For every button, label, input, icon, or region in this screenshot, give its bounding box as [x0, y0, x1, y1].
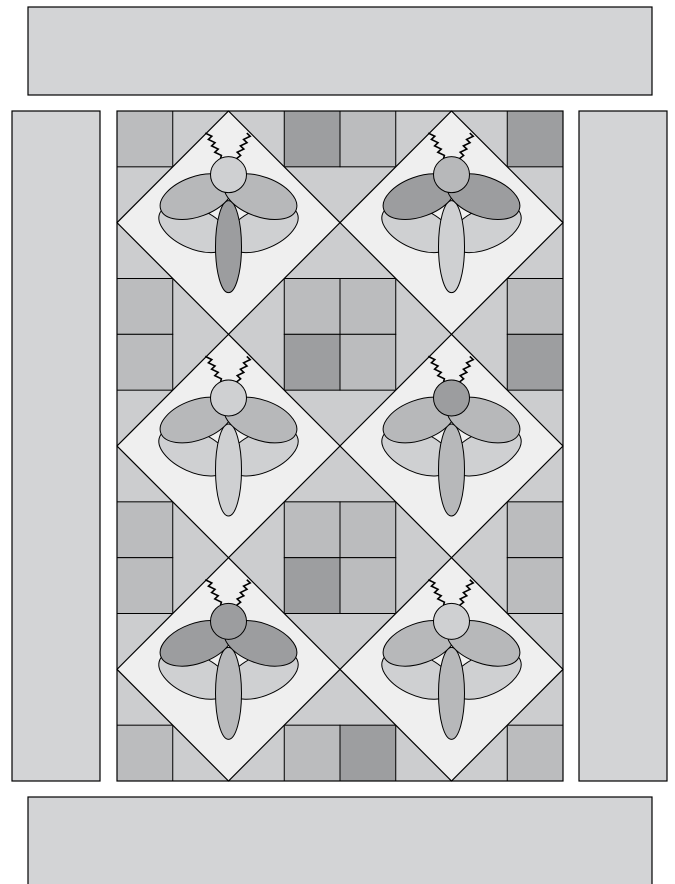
four-patch-block — [284, 111, 396, 167]
four-patch-block — [117, 279, 173, 391]
dragonfly-body — [216, 647, 242, 739]
patch-square — [284, 502, 340, 558]
patch-square — [117, 558, 173, 614]
patch-square — [340, 725, 396, 781]
dragonfly-head — [434, 380, 470, 416]
patch-square — [340, 558, 396, 614]
patch-square — [507, 279, 563, 335]
patch-square — [284, 111, 340, 167]
patch-square — [340, 502, 396, 558]
dragonfly-head — [211, 603, 247, 639]
four-patch-block — [507, 502, 563, 614]
four-patch-block — [507, 725, 563, 781]
four-patch-block — [284, 725, 396, 781]
dragonfly-head — [434, 603, 470, 639]
patch-square — [340, 111, 396, 167]
patch-square — [117, 111, 173, 167]
patch-square — [340, 334, 396, 390]
dragonfly-head — [211, 157, 247, 193]
four-patch-block — [117, 502, 173, 614]
quilt-center — [117, 111, 563, 781]
patch-square — [507, 334, 563, 390]
patch-square — [284, 334, 340, 390]
dragonfly-body — [439, 647, 465, 739]
patch-square — [117, 279, 173, 335]
four-patch-block — [117, 111, 173, 167]
patch-square — [507, 558, 563, 614]
patch-square — [507, 502, 563, 558]
dragonfly-body — [439, 201, 465, 293]
four-patch-block — [117, 725, 173, 781]
right-border — [579, 111, 667, 781]
four-patch-block — [507, 279, 563, 391]
bottom-border — [28, 797, 652, 884]
patch-square — [340, 279, 396, 335]
left-border — [12, 111, 100, 781]
top-border — [28, 7, 652, 95]
patch-square — [117, 334, 173, 390]
four-patch-block — [284, 279, 396, 391]
patch-square — [284, 558, 340, 614]
patch-square — [284, 725, 340, 781]
patch-square — [284, 279, 340, 335]
dragonfly-body — [216, 424, 242, 516]
four-patch-block — [507, 111, 563, 167]
patch-square — [117, 725, 173, 781]
dragonfly-head — [211, 380, 247, 416]
dragonfly-head — [434, 157, 470, 193]
patch-square — [507, 111, 563, 167]
patch-square — [507, 725, 563, 781]
four-patch-block — [284, 502, 396, 614]
patch-square — [117, 502, 173, 558]
dragonfly-body — [439, 424, 465, 516]
dragonfly-body — [216, 201, 242, 293]
